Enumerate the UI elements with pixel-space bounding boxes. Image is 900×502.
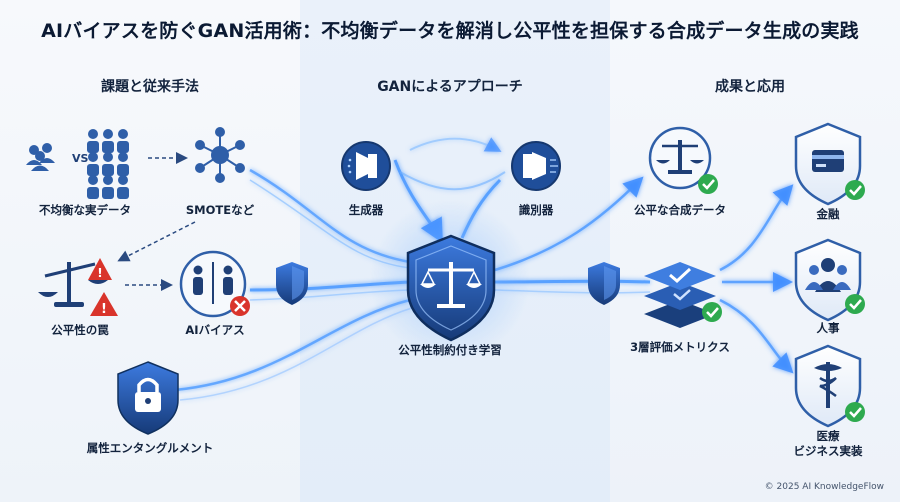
copyright-footer: © 2025 AI KnowledgeFlow (764, 482, 884, 492)
people-large-icon (87, 129, 129, 199)
svg-text:!: ! (101, 302, 107, 317)
check-icon-hr (845, 294, 865, 314)
column-heading-middle: GANによるアプローチ (377, 79, 523, 95)
finance-shield-icon (794, 122, 862, 206)
lock-shield-icon (117, 361, 179, 435)
hr-shield-icon (794, 238, 862, 322)
warning-icon-top: ! (88, 258, 112, 280)
cross-icon (230, 296, 250, 316)
central-shield-icon (406, 234, 496, 342)
small-shield-left-icon (276, 262, 308, 305)
layers-icon (644, 262, 716, 328)
label-discriminator: 識別器 (518, 203, 554, 217)
people-small-icon (26, 143, 55, 171)
label-medical: 医療 (816, 429, 840, 443)
label-imbalanced: 不均衡な実データ (39, 203, 131, 217)
generator-icon (341, 141, 391, 191)
vs-label: VS (72, 152, 89, 165)
label-smote: SMOTEなど (185, 203, 255, 217)
label-hr: 人事 (816, 321, 840, 335)
bias-people-icon (179, 250, 247, 318)
page-title: AIバイアスを防ぐGAN活用術：不均衡データを解消し公平性を担保する合成データ生… (41, 20, 859, 42)
discriminator-icon (511, 141, 561, 191)
label-ai-bias: AIバイアス (185, 323, 245, 337)
arrow-to-trap (117, 221, 196, 262)
small-shield-right-icon (588, 262, 620, 305)
label-generator: 生成器 (348, 203, 384, 217)
label-fairness-trap: 公平性の罠 (51, 323, 109, 337)
label-metrics: 3層評価メトリクス (630, 340, 730, 354)
check-icon-fair (698, 174, 718, 194)
label-finance: 金融 (816, 207, 840, 221)
check-icon-medical (845, 402, 865, 422)
check-icon-metrics (702, 302, 722, 322)
unbalanced-scale-icon (38, 262, 108, 307)
check-icon-finance (845, 180, 865, 200)
svg-text:!: ! (97, 266, 102, 280)
column-heading-left: 課題と従来手法 (101, 79, 199, 95)
network-icon (195, 127, 245, 183)
label-fair-data: 公平な合成データ (634, 203, 726, 217)
label-attribute-entangle: 属性エンタングルメント (86, 441, 214, 455)
balanced-scale-icon (648, 126, 712, 190)
label-constrained-learning: 公平性制約付き学習 (398, 343, 502, 357)
label-business-implementation: ビジネス実装 (793, 444, 863, 458)
column-heading-right: 成果と応用 (715, 79, 785, 95)
medical-shield-icon (794, 344, 862, 428)
warning-icon-bottom: ! (90, 292, 118, 317)
